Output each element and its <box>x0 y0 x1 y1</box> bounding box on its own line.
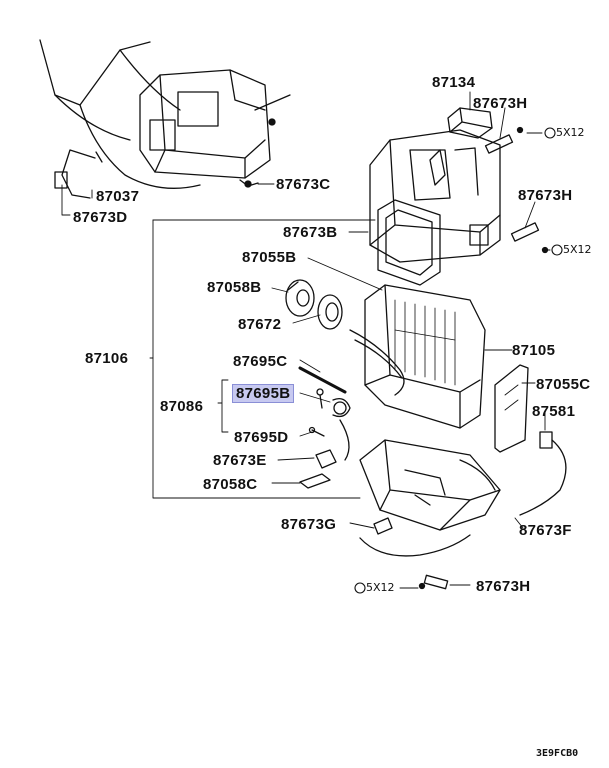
label-87673G: 87673G <box>281 516 337 533</box>
leader-lines <box>61 91 551 589</box>
label-87105: 87105 <box>512 342 556 359</box>
connector-87673H-bot <box>418 574 449 590</box>
lower-case <box>359 439 501 531</box>
thermistor-87695B <box>316 388 351 418</box>
label-87106: 87106 <box>85 350 129 367</box>
tape-87058C <box>299 473 331 489</box>
label-87086: 87086 <box>160 398 204 415</box>
hose-87673G <box>359 517 471 557</box>
label-87695D: 87695D <box>234 429 289 446</box>
grommet-87672 <box>317 294 343 330</box>
connector-87673H-top <box>484 126 524 154</box>
bolt-spec-top: 5X12 <box>556 126 585 139</box>
heater-unit <box>139 69 291 179</box>
label-87055B: 87055B <box>242 249 297 266</box>
diagram-code: 3E9FCB0 <box>536 748 579 759</box>
label-87037: 87037 <box>96 188 140 205</box>
label-87673B: 87673B <box>283 224 338 241</box>
bolt-symbol-mid <box>551 244 563 256</box>
label-87673E: 87673E <box>213 452 267 469</box>
clip-87695D <box>308 419 350 461</box>
label-87673C: 87673C <box>276 176 331 193</box>
clip-87673E <box>315 449 337 469</box>
label-87134: 87134 <box>432 74 476 91</box>
gasket-87055B <box>377 199 441 286</box>
connector-87673H-mid <box>510 222 549 254</box>
label-87673F: 87673F <box>519 522 572 539</box>
resistor-87134 <box>447 107 493 139</box>
bolt-spec-mid: 5X12 <box>563 243 592 256</box>
label-87695B-highlighted[interactable]: 87695B <box>232 384 295 403</box>
pad-87055C <box>494 364 529 453</box>
label-87581: 87581 <box>532 403 576 420</box>
label-87673H-bot: 87673H <box>476 578 531 595</box>
screw-87673C <box>239 179 259 188</box>
label-87673H-mid: 87673H <box>518 187 573 204</box>
bolt-spec-bot: 5X12 <box>366 581 395 594</box>
sensor-87581 <box>519 431 567 516</box>
label-87058C: 87058C <box>203 476 258 493</box>
hose-87037 <box>54 149 103 199</box>
label-87055C: 87055C <box>536 376 591 393</box>
label-87672: 87672 <box>238 316 282 333</box>
evaporator-87105 <box>349 284 486 429</box>
dashboard-sketch <box>39 39 201 189</box>
label-87695C: 87695C <box>233 353 288 370</box>
label-87673H-top: 87673H <box>473 95 528 112</box>
ring-87058B <box>285 279 315 317</box>
capillary-87695C <box>298 366 347 394</box>
label-87058B: 87058B <box>207 279 262 296</box>
bolt-symbol-bot <box>354 582 366 594</box>
upper-case <box>369 129 501 263</box>
label-87673D: 87673D <box>73 209 128 226</box>
bolt-symbol-top <box>544 127 556 139</box>
